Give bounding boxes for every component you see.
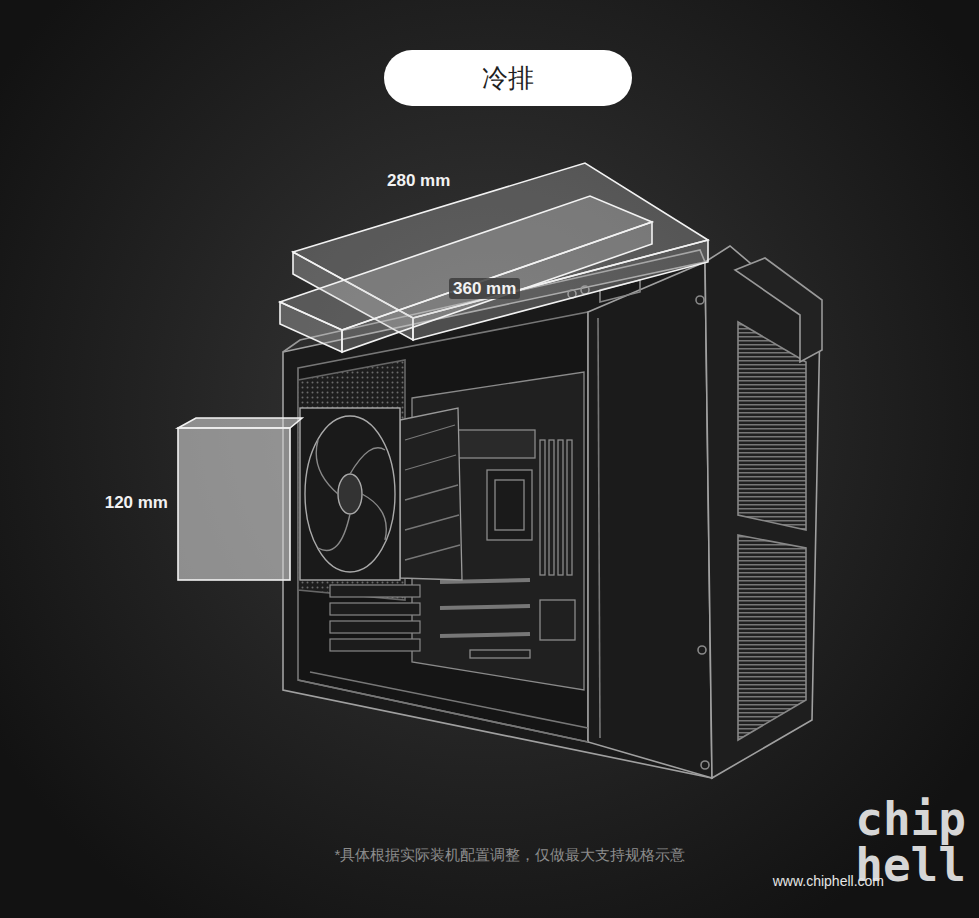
case-interior: [298, 312, 588, 742]
dimension-label: 360 mm: [449, 278, 520, 299]
fan-ring: [305, 416, 395, 572]
rear-mesh: [298, 360, 405, 600]
footnote: *具体根据实际装机配置调整，仅做最大支持规格示意: [335, 846, 686, 865]
rear-fan: [300, 408, 400, 580]
m2-slot: [470, 650, 530, 658]
title-pill: 冷排: [384, 50, 632, 106]
watermark-url: www.chiphell.com: [773, 874, 884, 888]
radiator-120-front: [178, 428, 290, 580]
front-frame-edge: [598, 318, 600, 738]
dimension-label: 120 mm: [105, 494, 168, 511]
radiator-120-top: [178, 418, 302, 428]
ram-slot: [567, 440, 572, 575]
pci-cover: [330, 639, 420, 651]
pci-cover: [330, 603, 420, 615]
ram-slot: [540, 440, 545, 575]
screw: [696, 296, 704, 304]
watermark-logo: chip: [855, 796, 966, 842]
cooler-fins: [400, 408, 462, 580]
cpu-socket: [487, 470, 532, 540]
top-handle: [735, 258, 822, 362]
ram-slot: [558, 440, 563, 575]
radiator-360-top: [280, 196, 652, 330]
pci-brackets: [330, 585, 420, 651]
dimension-label: 280 mm: [387, 172, 450, 189]
pcie-slot: [440, 580, 530, 636]
cpu-cooler: [400, 408, 462, 580]
fan-hub: [338, 474, 362, 514]
title-text: 冷排: [482, 61, 534, 96]
chipset: [540, 600, 575, 640]
pci-cover: [330, 585, 420, 597]
front-frame: [588, 262, 712, 778]
pci-cover: [330, 621, 420, 633]
screw: [698, 646, 706, 654]
fin-lines: [405, 425, 460, 560]
cpu-socket-inner: [495, 480, 524, 530]
screw: [701, 761, 709, 769]
fan-blades: [316, 440, 386, 550]
front-vent-lower: [738, 535, 806, 740]
fan-frame: [300, 408, 400, 580]
radiators: [178, 163, 708, 580]
front-vent-upper: [738, 322, 806, 530]
ram-slot: [549, 440, 554, 575]
